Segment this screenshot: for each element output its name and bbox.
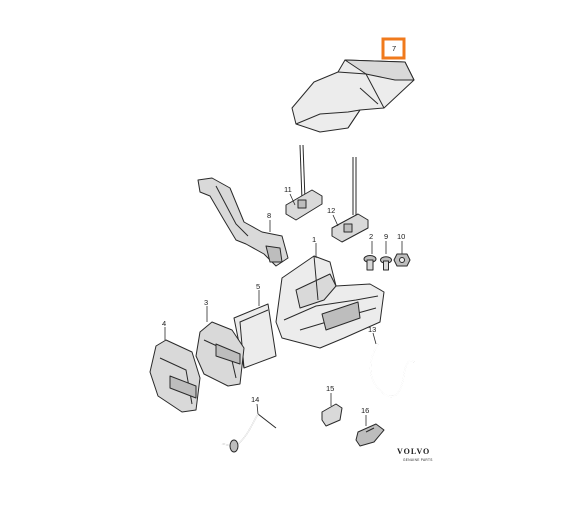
brand-name: VOLVO <box>397 447 430 456</box>
part-15-clip[interactable] <box>321 403 343 427</box>
callout-12: 12 <box>327 206 335 215</box>
part-14-cable[interactable] <box>221 413 277 453</box>
callout-9: 9 <box>384 232 388 241</box>
callout-3: 3 <box>204 298 208 307</box>
part-13-vent-hose[interactable] <box>369 343 415 398</box>
callout-5: 5 <box>256 282 260 291</box>
callout-16: 16 <box>361 406 369 415</box>
part-11-hold-down-bracket[interactable] <box>285 144 323 221</box>
callout-14: 14 <box>251 395 259 404</box>
callout-2: 2 <box>369 232 373 241</box>
part-7-battery-cover[interactable] <box>291 59 415 133</box>
callouts: 1 2 3 4 5 7 8 9 10 11 12 13 14 15 16 <box>162 44 405 415</box>
highlight-callout-7 <box>381 37 406 60</box>
part-1-battery-tray[interactable] <box>275 255 385 349</box>
callout-1: 1 <box>312 235 316 244</box>
part-12-hold-down-bracket[interactable] <box>331 157 369 243</box>
part-8-bracket[interactable] <box>197 177 289 267</box>
volvo-logo: VOLVO GENUINE PARTS <box>397 447 433 462</box>
callout-15: 15 <box>326 384 334 393</box>
callout-8: 8 <box>267 211 271 220</box>
part-16-clip[interactable] <box>355 423 385 447</box>
callout-7: 7 <box>392 44 396 53</box>
callout-11: 11 <box>284 185 292 194</box>
part-9-screw[interactable] <box>380 256 392 271</box>
part-4-side-cover[interactable] <box>149 339 201 413</box>
part-10-nut[interactable] <box>393 253 411 267</box>
part-2-screw[interactable] <box>363 255 377 271</box>
callout-4: 4 <box>162 319 166 328</box>
brand-tagline: GENUINE PARTS <box>403 458 433 462</box>
leader-lines <box>164 193 403 426</box>
callout-13: 13 <box>368 325 376 334</box>
part-3-side-cover[interactable] <box>195 321 245 387</box>
callout-10: 10 <box>397 232 405 241</box>
